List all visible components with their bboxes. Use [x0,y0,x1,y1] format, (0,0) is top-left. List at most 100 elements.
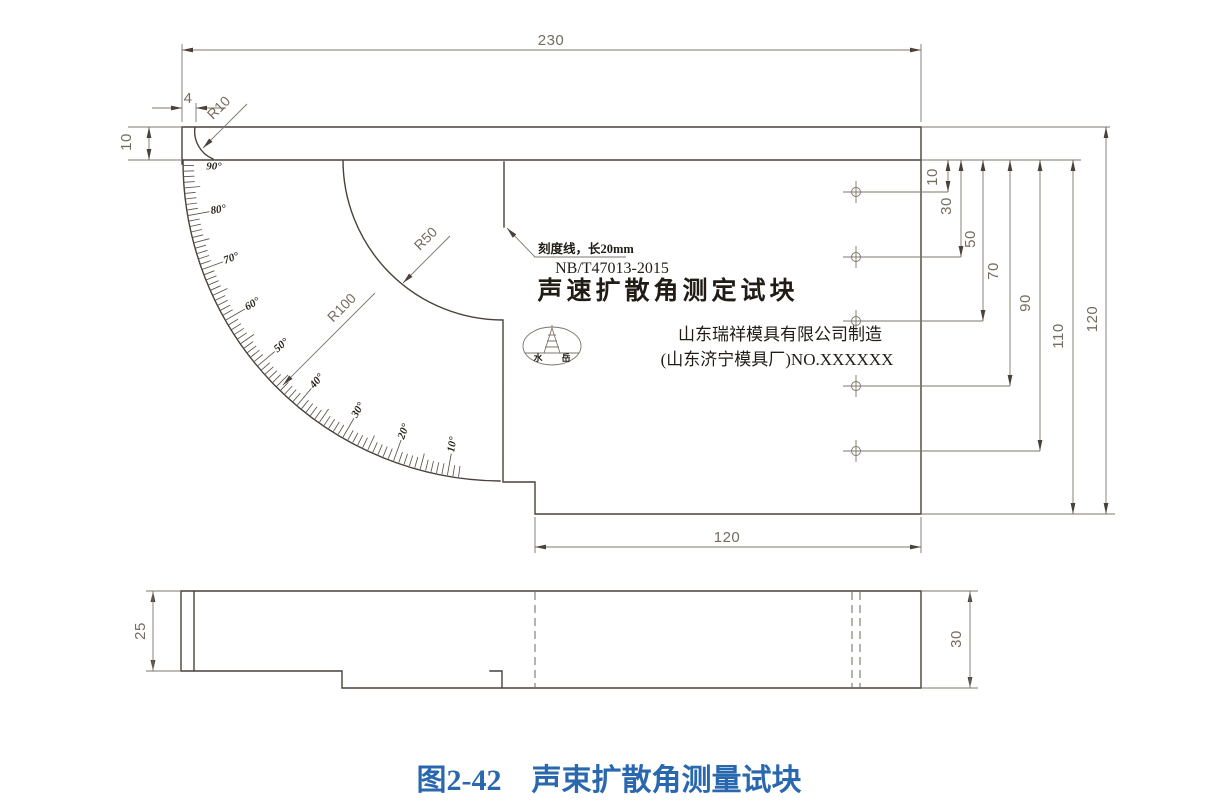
protractor-tick [204,270,215,276]
dim-hole-depth-50: 50 [962,230,979,248]
protractor-tick [276,374,289,387]
protractor-tick [284,385,293,395]
protractor-tick [240,334,255,344]
protractor-tick [288,389,297,399]
protractor-tick [250,349,260,358]
protractor-tick [222,309,233,316]
protractor-tick [430,461,434,472]
protractor-tick [268,370,278,379]
protractor-tick [228,318,239,326]
dim-inner-radius: R50 [411,224,441,254]
maker-line2: (山东济宁模具厂)NO.XXXXXX [661,350,894,369]
protractor-tick [458,465,461,477]
block-engraved-texts: 刻度线，长20mm NB/T47013-2015 声速扩散角测定试块 山东瑞祥模… [537,241,893,369]
degree-label: 60° [243,295,263,313]
maker-line1: 山东瑞祥模具有限公司制造 [678,325,882,344]
protractor-tick [184,191,196,194]
arrowhead [910,544,921,550]
protractor-tick [261,362,271,371]
protractor-tick [184,186,201,189]
protractor-tick [215,295,226,301]
protractor-tick [441,463,445,475]
protractor-tick [185,197,197,200]
dimension-arrowheads [146,47,1109,688]
protractor-tick [414,456,419,468]
protractor-tick [234,327,245,335]
protractor-tick [212,288,228,296]
protractor-tick [195,244,207,249]
degree-label: 40° [307,371,327,392]
protractor-tick [408,455,414,467]
protractor-tick [452,465,456,477]
arrowhead [182,47,193,53]
protractor-tick [377,444,383,455]
protractor-tick [217,299,228,306]
degree-label: 90° [206,161,222,173]
protractor-tick [225,308,246,321]
arrowhead [1037,440,1043,451]
degree-label: 80° [210,202,228,217]
protractor-tick [189,223,201,227]
protractor-tick [446,453,452,476]
protractor-tick [237,332,248,340]
block-title: 声速扩散角测定试块 [537,276,798,305]
dim-offset: 4 [184,90,193,107]
dim-fillet-radius: R10 [204,93,234,123]
protractor-tick [220,304,231,311]
protractor-tick [367,435,375,451]
arrowhead [1070,503,1076,514]
arrowhead [403,273,413,283]
dim-hole-depth-90: 90 [1017,294,1034,312]
protractor-tick [382,446,388,457]
protractor-tick [198,255,210,260]
protractor-tick [342,417,355,438]
dim-thickness-left: 25 [132,622,149,640]
protractor-tick [196,249,208,255]
protractor-tick [425,459,429,471]
protractor-tick [231,323,242,330]
protractor-tick [186,207,198,211]
dim-thickness-right: 30 [948,630,965,648]
dim-total-width: 230 [538,32,565,49]
arrowhead [945,160,951,171]
protractor-tick [419,453,425,470]
protractor-tick [292,392,301,402]
degree-label: 30° [349,400,368,421]
protractor-tick [202,261,224,270]
protractor-tick [362,437,368,448]
protractor-tick [183,175,195,178]
plan-dimension-lines [128,44,1115,553]
protractor-tick [372,442,378,453]
protractor-tick [328,418,336,429]
arrowhead [980,310,986,321]
dim-total-height-120: 120 [1084,306,1101,333]
dim-edge-height-110: 110 [1050,323,1067,348]
logo-oval [522,326,582,366]
protractor-tick [436,462,440,474]
protractor-tick [337,424,345,435]
protractor-tick [310,406,318,416]
protractor-tick [323,415,331,426]
side-hidden-lines [534,592,861,687]
protractor-tick [186,202,198,205]
degree-label: 20° [395,422,412,442]
logo-char-right: 岳 [561,352,570,363]
protractor-tick [200,260,211,265]
protractor-tick [257,351,275,367]
dim-outer-radius: R100 [324,290,359,325]
protractor-tick [247,345,257,353]
arrowhead [196,105,207,111]
maker-logo: 水 岳 [522,325,582,366]
side-dimension-lines [146,590,978,689]
arrowhead [283,375,293,385]
arrowhead [910,47,921,53]
arrowhead [1103,127,1109,138]
protractor-tick [357,435,364,446]
protractor-tick [210,285,221,291]
protractor-tick [280,382,289,391]
arrowhead [1037,160,1043,171]
protractor-tick [319,408,329,423]
arrowhead [1070,160,1076,171]
protractor-tick [206,275,217,281]
protractor-degree-labels: 10°20°30°40°50°60°70°80°90° [206,161,459,454]
